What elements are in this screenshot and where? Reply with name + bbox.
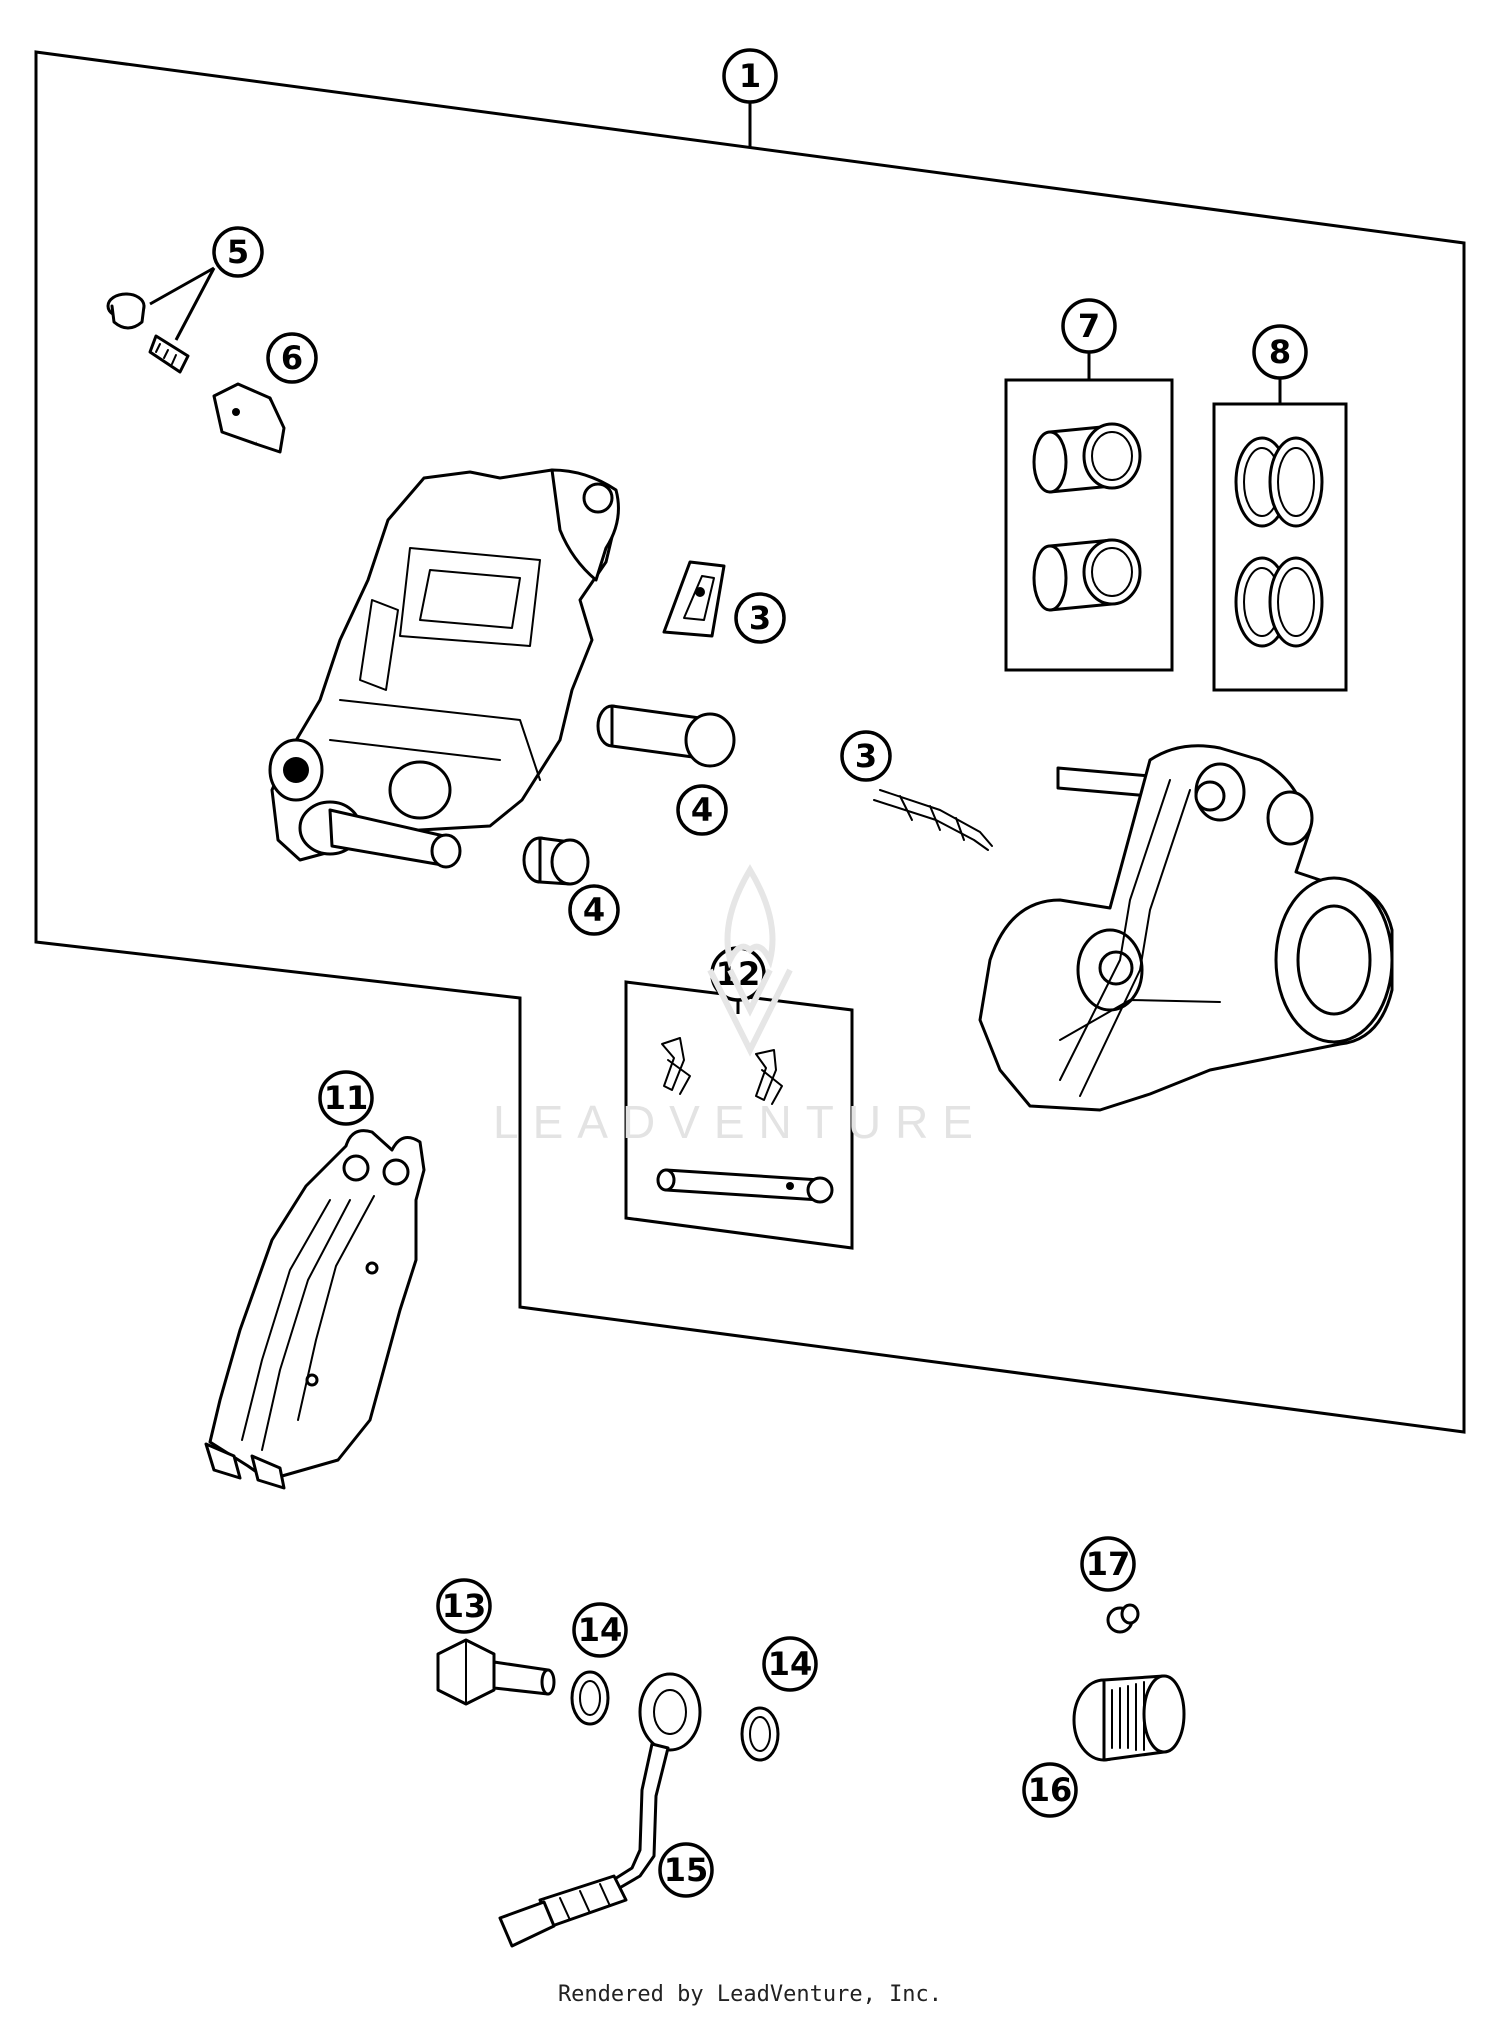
callout-8: 8 (1252, 324, 1308, 380)
callout-13: 13 (436, 1578, 492, 1634)
callout-3-upper: 3 (734, 592, 786, 644)
callout-15: 15 (658, 1842, 714, 1898)
svg-text:16: 16 (1028, 1771, 1073, 1809)
callout-4-lower: 4 (568, 884, 620, 936)
callout-4-upper: 4 (676, 784, 728, 836)
caliper-bracket-part (978, 744, 1394, 1112)
svg-text:6: 6 (281, 339, 303, 377)
svg-text:3: 3 (855, 737, 877, 775)
svg-text:13: 13 (442, 1587, 487, 1625)
svg-text:14: 14 (578, 1611, 623, 1649)
callout-17: 17 (1080, 1536, 1136, 1592)
pad-spring-part (662, 560, 726, 638)
svg-text:3: 3 (749, 599, 771, 637)
slide-pin-upper-part (596, 704, 736, 768)
render-credit-footer: Rendered by LeadVenture, Inc. (557, 1982, 943, 2007)
pad-spring-wire-part (873, 789, 993, 851)
pad-carrier-plate-part (204, 1129, 426, 1490)
svg-text:4: 4 (583, 891, 605, 929)
svg-text:4: 4 (691, 791, 713, 829)
svg-text:5: 5 (227, 233, 249, 271)
svg-text:11: 11 (324, 1079, 369, 1117)
banjo-bolt-part (436, 1638, 556, 1706)
fitting-adapter-part (1072, 1674, 1186, 1762)
sealing-washer-left-part (570, 1670, 610, 1726)
callout-14-right: 14 (762, 1636, 818, 1692)
bleeder-screw-part (106, 266, 216, 374)
nut-part (212, 382, 286, 454)
watermark-text: LEADVENTURE (493, 1096, 987, 1148)
brake-line-part (498, 1672, 702, 1948)
callout-1: 1 (722, 48, 778, 104)
callout-6: 6 (266, 332, 318, 384)
callout-16: 16 (1022, 1762, 1078, 1818)
caliper-housing-part (268, 468, 620, 869)
dust-cap-part (1106, 1603, 1140, 1634)
assembly-frame (34, 50, 1466, 1434)
callout-11: 11 (318, 1070, 374, 1126)
svg-text:7: 7 (1078, 307, 1100, 345)
svg-text:17: 17 (1086, 1545, 1131, 1583)
piston-kit-part (1004, 352, 1174, 672)
svg-text:14: 14 (768, 1645, 813, 1683)
callout-5: 5 (212, 226, 264, 278)
svg-text:8: 8 (1269, 333, 1291, 371)
callout-3-lower: 3 (840, 730, 892, 782)
callout-14-left: 14 (572, 1602, 628, 1658)
boot-bushing-part (522, 836, 590, 886)
sealing-washer-right-part (740, 1706, 780, 1762)
callout-7: 7 (1061, 298, 1117, 354)
callout-12: 12 (710, 946, 766, 1002)
svg-text:1: 1 (739, 57, 761, 95)
leadventure-logo-watermark (707, 864, 793, 1057)
seal-kit-part (1212, 378, 1348, 692)
svg-text:15: 15 (664, 1851, 709, 1889)
